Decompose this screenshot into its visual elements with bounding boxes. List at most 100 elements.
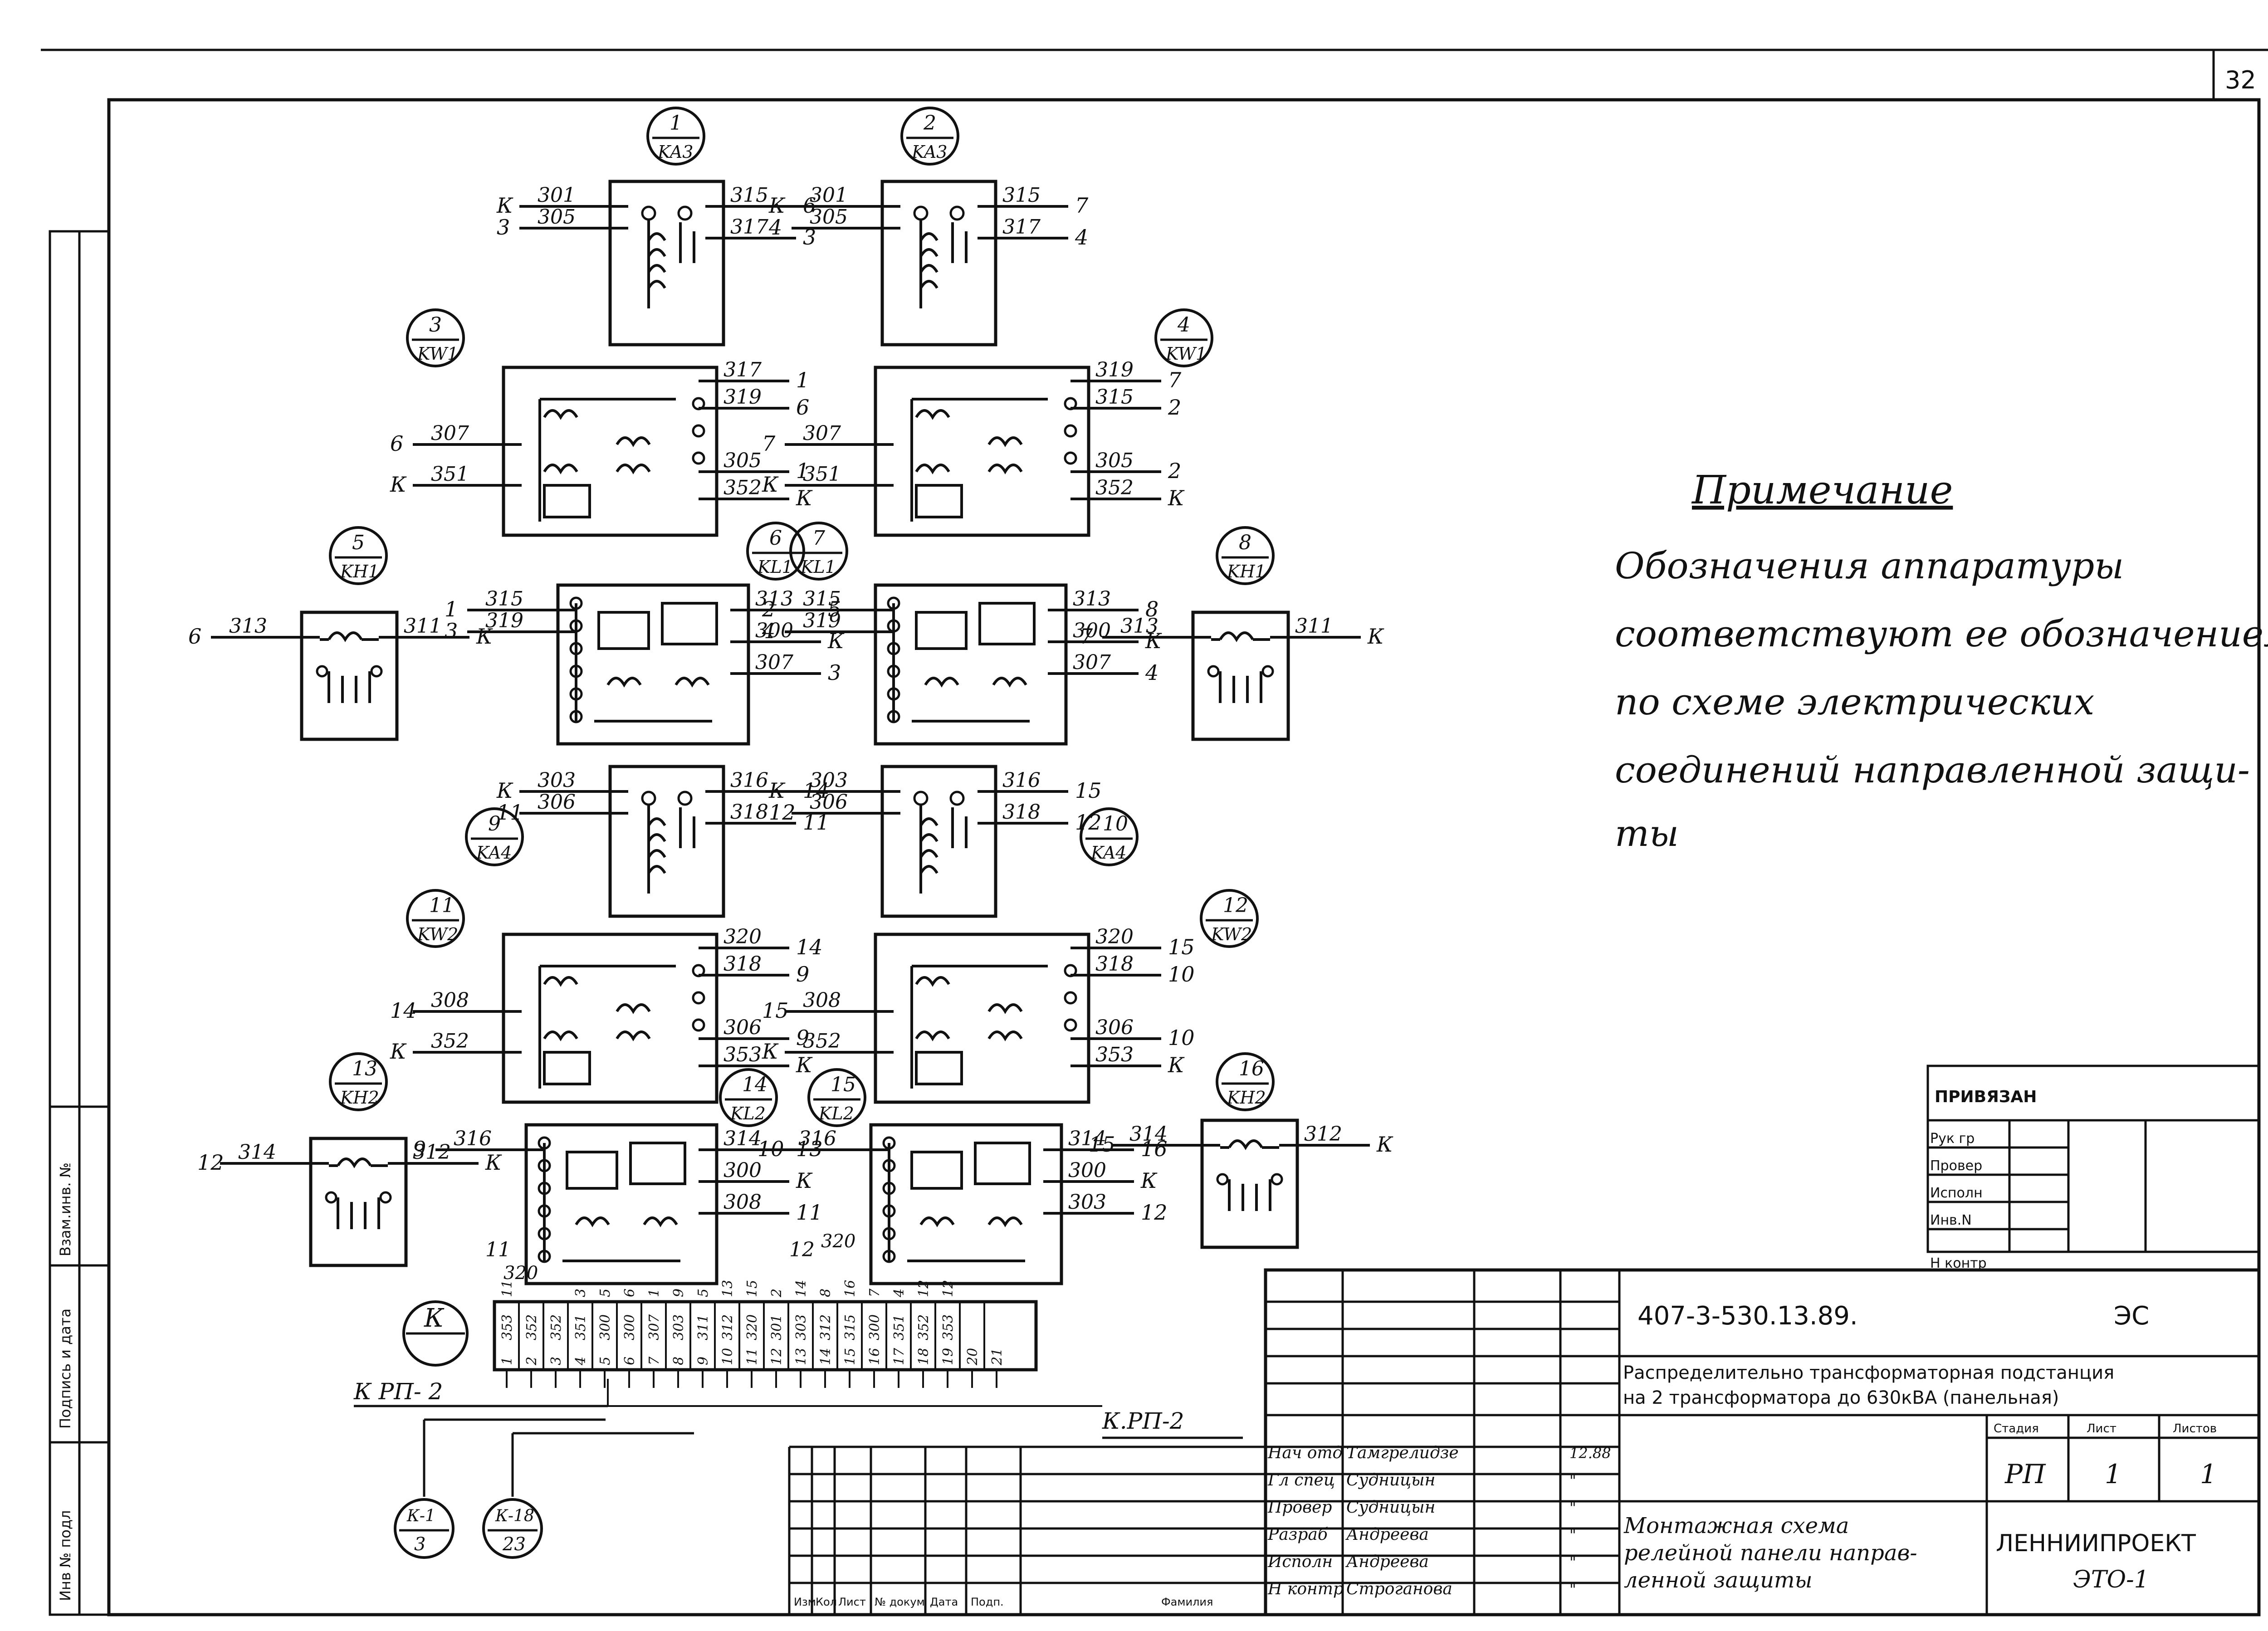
wire-label: 351 [803,463,841,486]
terminal-wire-label: 352 [916,1314,932,1340]
signature-date: " [1569,1499,1576,1516]
wire-label: 303 [1068,1191,1106,1214]
relay-body [556,583,750,746]
wire-label: 306 [810,791,848,814]
wire-destination: 11 [796,1200,823,1225]
wire-destination: 14 [390,998,417,1023]
signature-name: Строганова [1346,1580,1452,1598]
wire-label: 318 [723,952,762,976]
wire-label: 317 [730,215,768,239]
sheets-header: Листов [2173,1422,2217,1436]
terminal-wire-destination: 8 [818,1289,834,1297]
device-badge [329,1052,388,1111]
wire-label: 311 [1295,615,1333,638]
org-dept: ЭТО-1 [2073,1566,2149,1593]
wire-destination: К [1145,629,1162,653]
note: Примечание Обозначения аппаратуры соотве… [1615,468,2268,855]
coil [616,464,651,474]
terminal-number: 6 [622,1357,638,1365]
terminal-wire-label: 320 [744,1314,760,1340]
coil [919,232,938,241]
stage-header: Стадия [1994,1422,2039,1436]
device-number: 2 [923,112,936,135]
device-badge [329,526,388,585]
contact-group [915,611,968,650]
wire-label: 353 [1095,1043,1134,1066]
terminal-wire-label: 300 [867,1314,883,1340]
device-badge [1080,807,1139,866]
terminal-side-label: 320 [821,1231,855,1252]
coil [919,833,938,842]
winding [543,1051,591,1085]
tied-row: Исполн [1930,1185,1983,1201]
device-number: 15 [831,1073,856,1096]
wire-destination: 12 [197,1150,224,1175]
terminal-wire-destination: 11 [499,1280,515,1297]
terminal [316,665,328,678]
wire-label: 319 [1095,358,1134,381]
terminal [949,205,965,221]
wire-destination: 7 [1168,368,1182,392]
wire-label: 307 [803,422,841,445]
signature-name: Судницын [1346,1471,1435,1489]
terminal [1207,665,1220,678]
revision-header: Подп. [971,1596,1004,1608]
wire-destination: 12 [769,800,796,825]
wire-label: 305 [723,449,762,472]
wire-label: 315 [730,184,768,207]
title-block: 407-3-530.13.89. ЭС Распределительно тра… [788,1268,2261,1616]
terminal-wire-label: 352 [548,1314,564,1340]
wire-label: 320 [723,925,762,948]
wire-label: 317 [723,358,762,381]
wire-label: 314 [1068,1127,1106,1150]
wire-label: 308 [723,1191,762,1214]
wire-label: 307 [755,651,793,674]
coil [919,865,938,874]
winding [543,484,591,518]
cable-label: К РП- 2 [353,1378,443,1405]
terminal-side-label: 11 [485,1238,511,1261]
device-code: KH1 [340,562,379,581]
coil [1228,1139,1263,1150]
terminal-number: 1 [499,1357,515,1365]
wire-destination: К [762,1039,779,1064]
terminal-number: 8 [671,1357,687,1365]
signature-role: Провер [1267,1498,1332,1517]
wire-destination: 15 [1168,935,1195,959]
wire-destination: К [768,193,786,218]
signature-role: Исполн [1267,1553,1333,1571]
terminal [677,205,693,221]
coil [919,849,938,858]
relay-body [608,765,725,918]
device-badge [406,308,465,367]
device-number: 14 [742,1073,767,1096]
coil [543,976,578,987]
relay-body [880,180,997,347]
relay-body [869,1123,1063,1285]
sheets-value: 1 [2200,1459,2217,1489]
relay-body [309,1137,408,1267]
device-code: KL1 [757,557,793,577]
wire-destination: 10 [1168,1025,1195,1050]
terminal-wire-label: 307 [646,1314,662,1340]
wire-label: 301 [810,184,848,207]
terminal-number: 9 [695,1357,711,1365]
terminal-number: 4 [573,1357,589,1366]
relay-body [300,610,399,741]
wire-label: 301 [538,184,576,207]
coil [1219,631,1254,642]
terminal-wire-label: 301 [769,1314,785,1340]
cable-ref-bottom: 3 [414,1534,425,1555]
terminal-wire-label: 311 [695,1314,711,1340]
coil [675,677,710,688]
coil [616,1003,651,1014]
doc-mark: ЭС [2114,1301,2149,1331]
signature-date: 12.88 [1569,1445,1611,1462]
contact-group [597,611,650,650]
wire-label: 314 [723,1127,762,1150]
wire-label: 316 [798,1127,836,1150]
wire-destination: 7 [762,431,776,456]
